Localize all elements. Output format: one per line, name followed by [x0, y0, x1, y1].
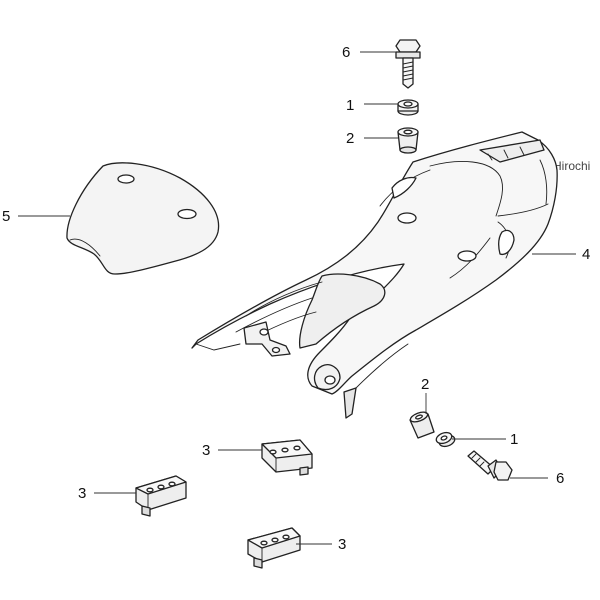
- callout-4: 4: [582, 246, 590, 263]
- mount-block-c-part: [247, 527, 301, 569]
- rear-cowl-part: [191, 131, 558, 419]
- seat-pad-part: [66, 162, 220, 275]
- mount-block-b-part: [135, 475, 187, 517]
- leader-lines: [18, 51, 576, 545]
- callout-3-c: 3: [338, 536, 346, 553]
- mount-block-a-part: [261, 439, 313, 476]
- watermark-text: Hirochi: [553, 159, 590, 173]
- washer-upper-part: [397, 99, 419, 116]
- callout-2-low: 2: [421, 376, 429, 393]
- grommet-upper-part: [397, 127, 419, 154]
- bolt-lower-part: [467, 450, 513, 481]
- callout-5: 5: [2, 208, 10, 225]
- callout-3-b: 3: [78, 485, 86, 502]
- callout-6-top: 6: [342, 44, 350, 61]
- bolt-upper-part: [395, 39, 421, 89]
- callout-1-top: 1: [346, 97, 354, 114]
- callout-3-a: 3: [202, 442, 210, 459]
- grommet-lower-part: [409, 411, 435, 439]
- callout-6-low: 6: [556, 470, 564, 487]
- washer-lower-part: [435, 431, 456, 448]
- callout-2-top: 2: [346, 130, 354, 147]
- callout-1-low: 1: [510, 431, 518, 448]
